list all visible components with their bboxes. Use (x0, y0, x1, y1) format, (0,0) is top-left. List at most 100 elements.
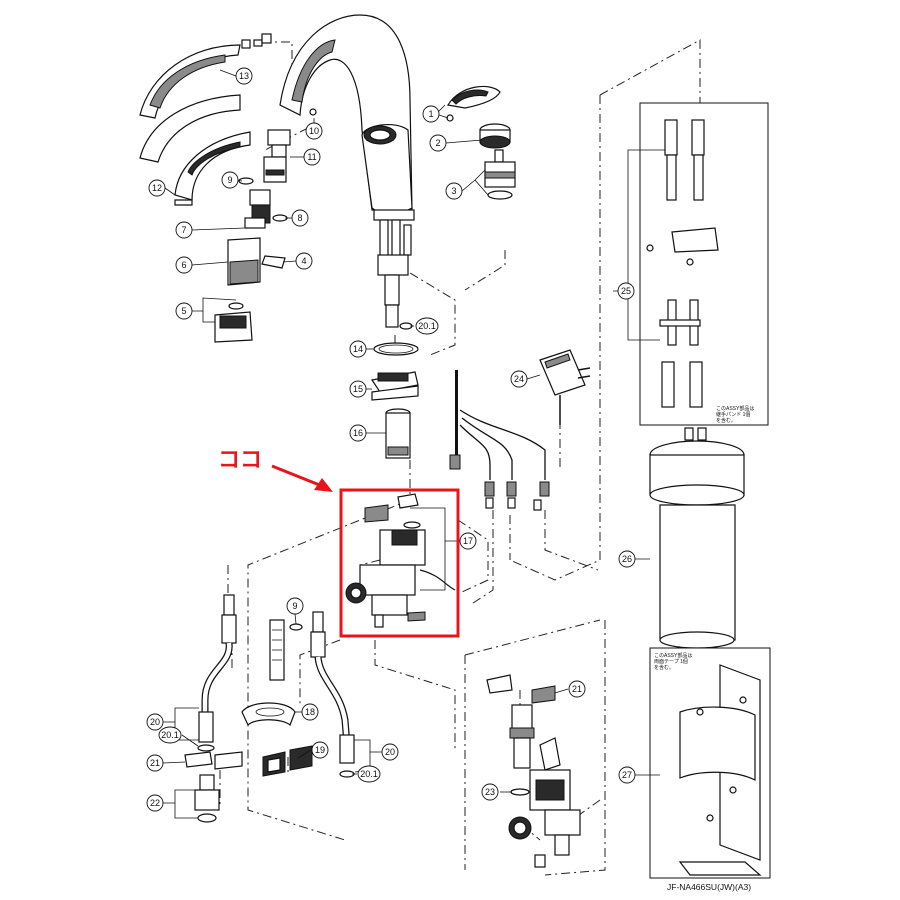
ac-adapter-icon (539, 349, 591, 425)
part-badge-label: 25 (621, 286, 631, 296)
sensor-cables (449, 370, 550, 511)
part-18-clamp (241, 702, 296, 727)
part-20-hose-right (310, 611, 355, 778)
part-badge-label: 5 (181, 306, 186, 316)
part-badge-20-1: 20.1 (158, 726, 182, 744)
part-badge-circle (349, 380, 367, 398)
part-badge-label: 14 (353, 344, 363, 354)
part-7-body (244, 189, 271, 229)
part-27-bracket-box: このASSY部品は 両面テープ 1個 を含む。 (649, 647, 771, 879)
part-badge-label: 20.1 (360, 769, 378, 779)
part-badge-circle (301, 703, 319, 721)
part-badge-circle (146, 713, 164, 731)
callout-arrow-line (271, 464, 323, 488)
part-badge-label: 26 (622, 554, 632, 564)
part-badge-circle (311, 741, 329, 759)
part-badge-9: 9 (221, 171, 239, 189)
part-badge-4: 4 (295, 252, 313, 270)
part-badge-label: 19 (315, 745, 325, 755)
part-badge-label: 17 (463, 536, 473, 546)
part-4-clip (261, 255, 286, 269)
faucet-spout-icon (279, 14, 415, 328)
part-9-ring (238, 177, 254, 185)
part-badge-circle (175, 256, 193, 274)
part-badge-25: 25 (617, 282, 635, 300)
part-badge-circle (295, 252, 313, 270)
part-badge-circle (568, 680, 586, 698)
part-14-ring (373, 342, 419, 356)
part-badge-label: 9 (227, 175, 232, 185)
part-badge-label: 11 (307, 152, 316, 162)
part-badge-24: 24 (510, 370, 528, 388)
part-badge-label: 6 (181, 260, 186, 270)
part-badge-circle (429, 134, 447, 152)
part-badge-2: 2 (429, 134, 447, 152)
part-11-cartridge (263, 129, 291, 183)
part-badge-circle (618, 766, 636, 784)
part-15-bracket (370, 371, 419, 401)
part-21-clip-right (486, 674, 556, 704)
part-badge-23: 23 (481, 783, 499, 801)
part-badge-16: 16 (349, 424, 367, 442)
part-8-oring (272, 214, 288, 222)
part-badge-27: 27 (618, 766, 636, 784)
part-5-valve (214, 302, 253, 343)
part-badge-label: 9 (292, 601, 297, 611)
part-13-spout-cover (139, 33, 272, 119)
part-badge-circle (415, 317, 439, 335)
part-badge-circle (617, 282, 635, 300)
part-badge-label: 22 (150, 798, 160, 808)
part-9-hose-fitting (269, 619, 303, 681)
part-6-cover (227, 237, 261, 286)
part-badge-label: 8 (297, 213, 302, 223)
part-badge-circle (510, 370, 528, 388)
part-badge-label: 13 (239, 71, 249, 81)
assy25-note-line1: このASSY部品は (716, 405, 754, 412)
part-badge-label: 7 (181, 225, 186, 235)
part-badge-6: 6 (175, 256, 193, 274)
highlight-box (339, 488, 460, 638)
part-badge-21: 21 (146, 754, 164, 772)
assy25-note-line2: 継手パンド 1個 (716, 411, 750, 418)
part-19-nut-pair (262, 745, 313, 777)
part-badge-5: 5 (175, 302, 193, 320)
part-badge-circle (357, 765, 381, 783)
assy27-note-line1: このASSY部品は (654, 652, 692, 659)
part-badge-18: 18 (301, 703, 319, 721)
part-12-spout-cover (139, 94, 251, 206)
part-badge-circle (175, 302, 193, 320)
callout-label: ココ (218, 448, 262, 473)
part-badge-13: 13 (235, 67, 253, 85)
part-22-fitting (194, 774, 220, 823)
part-badge-label: 27 (622, 770, 632, 780)
part-badge-circle (445, 182, 463, 200)
part-badge-10: 10 (305, 122, 323, 140)
part-badge-label: 2 (435, 138, 440, 148)
part-3-cartridge (484, 149, 516, 200)
part-badge-label: 10 (309, 126, 319, 136)
part-badge-circle (146, 794, 164, 812)
part-17-valve-unit (345, 493, 456, 628)
part-badge-circle (459, 532, 477, 550)
callout-arrow-head (314, 478, 333, 492)
part-badge-circle (303, 148, 321, 166)
part-1-lever (446, 85, 501, 122)
part-badge-label: 21 (572, 684, 582, 694)
assy25-note-line3: を含む。 (716, 417, 736, 424)
part-badge-circle (148, 179, 166, 197)
part-badge-circle (235, 67, 253, 85)
part-badge-circle (618, 550, 636, 568)
assy27-note-line3: を含む。 (654, 664, 674, 671)
part-badge-21: 21 (568, 680, 586, 698)
part-badge-circle (158, 726, 182, 744)
part-badge-26: 26 (618, 550, 636, 568)
part-badge-label: 24 (514, 374, 524, 384)
part-badge-label: 15 (353, 384, 363, 394)
part-23-valve-icon (508, 704, 581, 868)
part-badge-8: 8 (291, 209, 309, 227)
model-code: JF-NA466SU(JW)(A3) (667, 882, 751, 892)
part-badge-circle (422, 105, 440, 123)
part-badge-label: 3 (451, 186, 456, 196)
part-badge-9: 9 (286, 597, 304, 615)
